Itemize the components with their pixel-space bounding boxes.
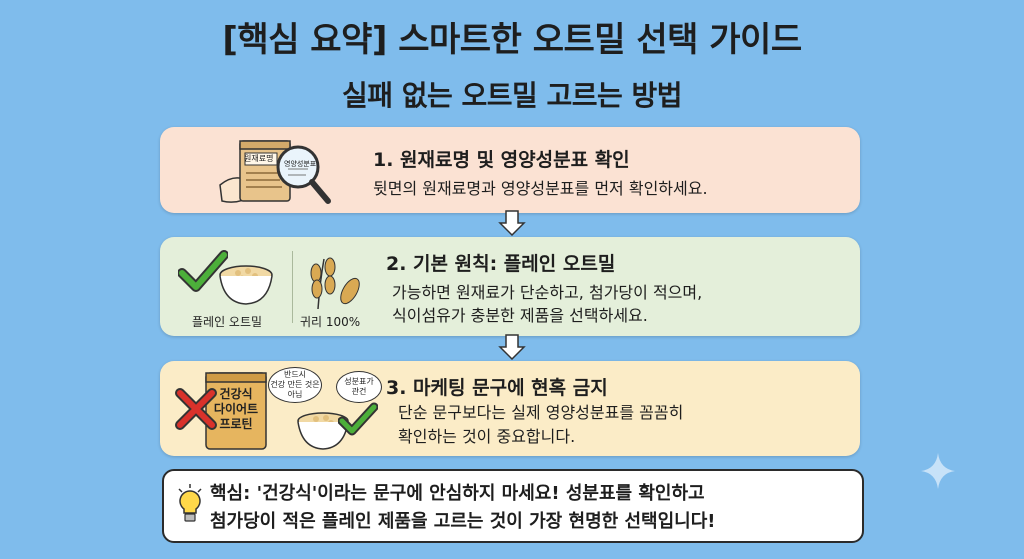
- grain-caption: 귀리 100%: [300, 315, 361, 329]
- step2-body-line2: 식이섬유가 충분한 제품을 선택하세요.: [392, 306, 648, 325]
- check-icon: [178, 250, 228, 292]
- down-arrow-icon: [498, 334, 526, 360]
- oatmeal-bowl-icon: [297, 412, 349, 450]
- step3-heading: 3. 마케팅 문구에 현혹 금지: [386, 377, 608, 399]
- check-icon: [338, 402, 378, 436]
- page-title: [핵심 요약] 스마트한 오트밀 선택 가이드: [222, 20, 802, 60]
- step1-heading: 1. 원재료명 및 영양성분표 확인: [373, 149, 630, 171]
- lightbulb-icon: [178, 484, 202, 522]
- package-label: 원재료명: [244, 154, 274, 163]
- step-card-1: 원재료명 영양성분표 1. 원재료명 및 영양성분표 확인 뒷면의 원재료명과 …: [160, 127, 860, 213]
- package-magnifier-icon: 원재료명 영양성분표: [216, 135, 336, 209]
- package-claims: 건강식 다이어트 프로틴: [213, 387, 259, 431]
- icon-divider: [292, 251, 293, 323]
- sparkle-icon: [921, 453, 955, 489]
- step2-body-line1: 가능하면 원재료가 단순하고, 첨가당이 적으며,: [392, 283, 703, 302]
- down-arrow-icon: [498, 210, 526, 236]
- snack-package-icon: [205, 372, 267, 450]
- cross-icon: [175, 388, 217, 430]
- summary-box: 핵심: '건강식'이라는 문구에 안심하지 마세요! 성분표를 확인하고 첨가당…: [162, 469, 864, 543]
- summary-line1: 핵심: '건강식'이라는 문구에 안심하지 마세요! 성분표를 확인하고: [210, 483, 705, 504]
- oatmeal-bowl-icon: [219, 265, 273, 305]
- speech-bubble-2: 성분표가 관건: [336, 371, 382, 403]
- bowl-caption: 플레인 오트밀: [192, 315, 263, 329]
- magnifier-label: 영양성분표: [284, 160, 317, 168]
- wheat-icon: [310, 257, 360, 310]
- step-card-2: 플레인 오트밀 귀리 100% 2. 기본 원칙: 플레인 오트밀 가능하면 원…: [160, 237, 860, 336]
- speech-bubble-1: 반드시 건강 만든 것은 아님: [268, 367, 322, 403]
- step3-body-line2: 확인하는 것이 중요합니다.: [398, 427, 576, 446]
- summary-line2: 첨가당이 적은 플레인 제품을 고르는 것이 가장 현명한 선택입니다!: [210, 511, 716, 532]
- step3-body-line1: 단순 문구보다는 실제 영양성분표를 꼼꼼히: [398, 403, 684, 422]
- step1-body: 뒷면의 원재료명과 영양성분표를 먼저 확인하세요.: [373, 179, 708, 198]
- step2-heading: 2. 기본 원칙: 플레인 오트밀: [386, 253, 616, 275]
- page-subtitle: 실패 없는 오트밀 고르는 방법: [341, 79, 683, 112]
- step-card-3: 건강식 다이어트 프로틴 반드시 건강 만든 것은 아님 성분표가 관건 3. …: [160, 361, 860, 456]
